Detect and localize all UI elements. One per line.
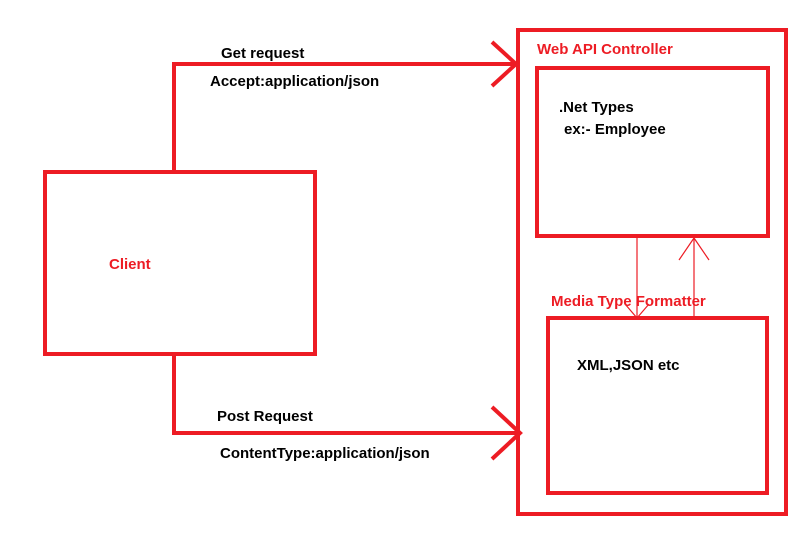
net-types-label: .Net Types <box>559 99 634 116</box>
post-request-connector <box>172 354 518 435</box>
post-request-label: Post Request <box>217 408 313 425</box>
post-request-arrowhead <box>490 405 523 461</box>
formatter-box <box>546 316 769 495</box>
client-box <box>43 170 317 356</box>
formatter-content: XML,JSON etc <box>577 357 680 374</box>
post-request-header: ContentType:application/json <box>220 445 430 462</box>
get-request-connector <box>172 62 514 172</box>
get-request-label: Get request <box>221 45 304 62</box>
web-api-controller-container <box>516 28 788 516</box>
get-request-arrowhead <box>490 40 519 88</box>
controller-title: Web API Controller <box>537 41 673 58</box>
get-request-header: Accept:application/json <box>210 73 379 90</box>
types-to-formatter-arrowhead <box>624 303 650 319</box>
net-types-example: ex:- Employee <box>564 121 666 138</box>
client-label: Client <box>109 256 151 273</box>
formatter-to-types-arrowhead <box>678 236 710 261</box>
formatter-title: Media Type Formatter <box>551 293 706 310</box>
net-types-box <box>535 66 770 238</box>
